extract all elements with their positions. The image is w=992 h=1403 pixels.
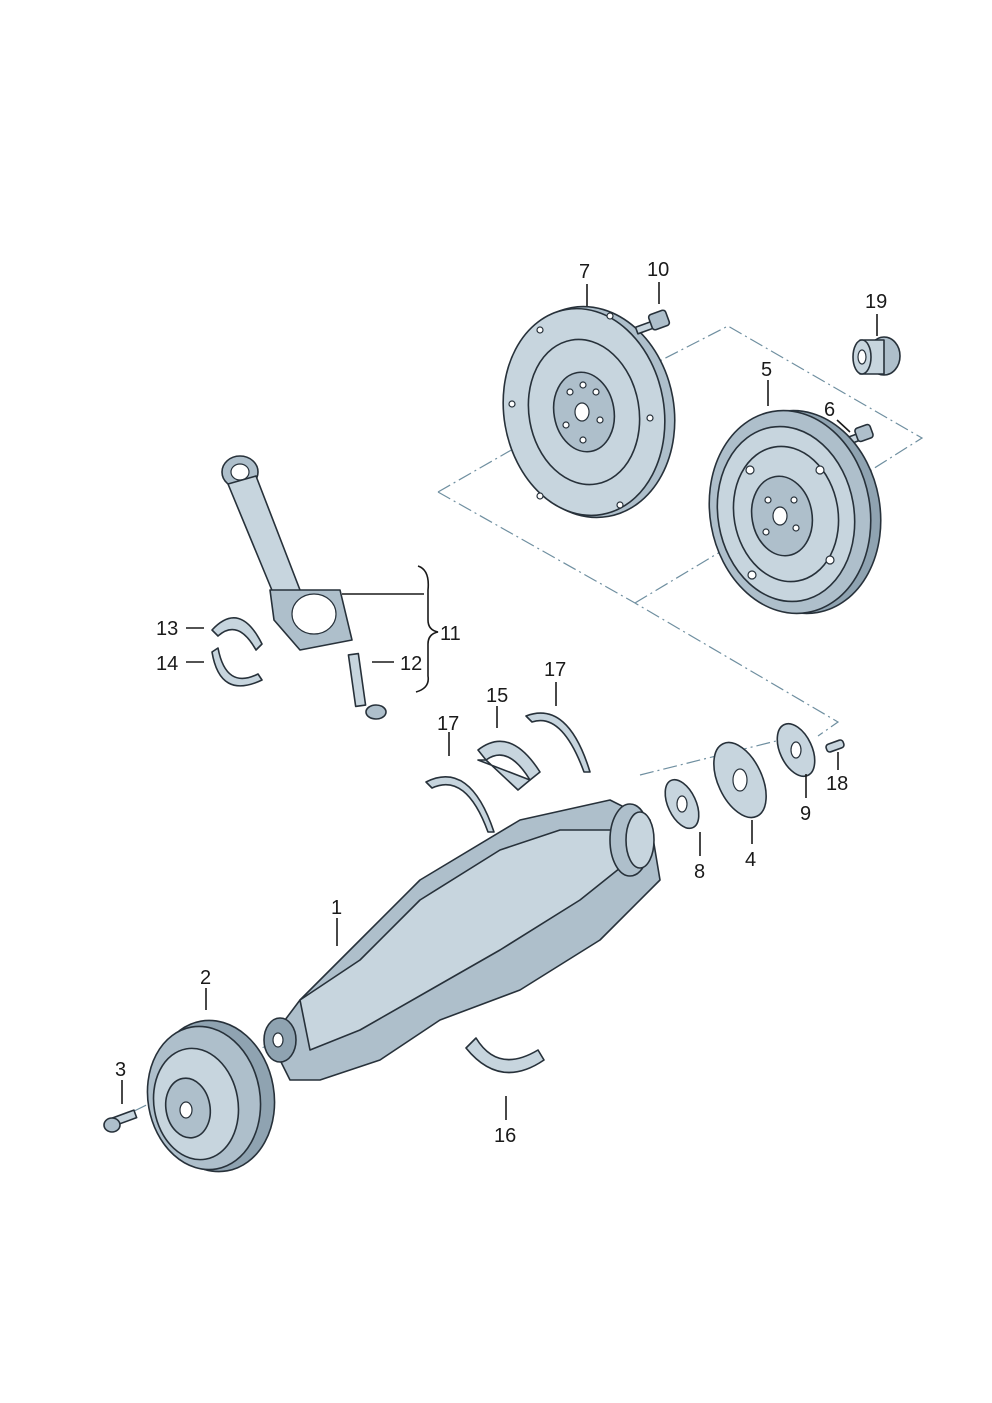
callout-9: 9 (800, 803, 811, 825)
callout-labels: 7 10 19 5 6 11 12 13 14 15 17 17 1 2 3 1… (115, 259, 887, 1147)
rod-bearing-shells (211, 617, 263, 687)
callout-17a: 17 (544, 659, 566, 681)
callout-15: 15 (486, 685, 508, 707)
connecting-rod (221, 455, 353, 651)
callout-1: 1 (331, 897, 342, 919)
callout-11: 11 (440, 623, 461, 645)
callout-3: 3 (115, 1059, 126, 1081)
shim-plate-8 (664, 778, 700, 830)
crankshaft-pulley (146, 1019, 276, 1173)
main-bearing-shells (465, 740, 545, 1074)
callout-4: 4 (745, 849, 756, 871)
callout-17b: 17 (437, 713, 459, 735)
thrust-washers (425, 712, 591, 833)
callout-13: 13 (156, 618, 178, 640)
callout-6: 6 (824, 399, 835, 421)
drive-plate-4 (713, 741, 767, 819)
dual-mass-flywheel (708, 409, 882, 615)
shim-plate-9 (776, 722, 816, 778)
callout-14: 14 (156, 653, 178, 675)
callout-2: 2 (200, 967, 211, 989)
connecting-rod-bolt (347, 652, 387, 720)
callout-10: 10 (647, 259, 669, 281)
callout-19: 19 (865, 291, 887, 313)
drive-plate-flywheel (502, 305, 676, 519)
callout-7: 7 (579, 261, 590, 283)
callout-leaders (121, 282, 878, 1120)
crankshaft (263, 799, 661, 1081)
callout-8: 8 (694, 861, 705, 883)
pulley-bolt (103, 1109, 138, 1133)
callout-16: 16 (494, 1125, 516, 1147)
dowel-pin (825, 739, 845, 753)
drive-plate-bolt (634, 309, 671, 335)
callout-5: 5 (761, 359, 772, 381)
needle-bearing (852, 336, 901, 376)
callout-12: 12 (400, 653, 422, 675)
callout-18: 18 (826, 773, 848, 795)
